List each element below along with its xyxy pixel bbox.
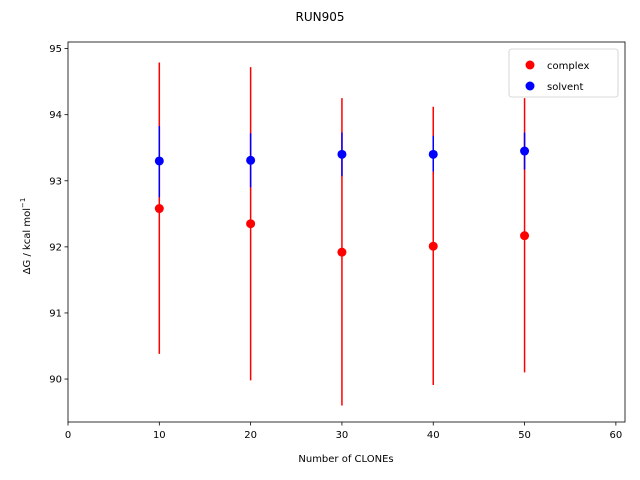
plot-frame (67, 41, 626, 423)
x-tick-label: 10 (153, 430, 166, 441)
data-point (428, 241, 438, 251)
data-point (246, 155, 256, 165)
x-axis: 0 10 20 30 40 50 60 (65, 422, 622, 441)
y-tick-label: 92 (49, 242, 62, 253)
x-axis-label: Number of CLONEs (298, 454, 393, 465)
x-tick-label: 60 (610, 430, 623, 441)
data-point (337, 247, 347, 257)
plot-area (67, 41, 626, 423)
y-axis-label-main: ΔG / kcal mol (22, 208, 33, 274)
y-axis-label: ΔG / kcal mol−1 (19, 198, 33, 275)
data-point (428, 149, 438, 159)
data-point (520, 146, 530, 156)
y-axis-label-sup: −1 (19, 198, 27, 208)
data-point (337, 149, 347, 159)
data-point (154, 156, 164, 166)
legend-marker (525, 81, 535, 91)
y-tick-label: 95 (49, 44, 62, 55)
y-tick-label: 94 (49, 110, 62, 121)
x-tick-label: 50 (518, 430, 531, 441)
y-tick-label: 91 (49, 308, 62, 319)
legend-box (508, 48, 619, 98)
y-tick-label: 90 (49, 375, 62, 386)
x-tick-label: 0 (65, 430, 71, 441)
legend-label: complex (547, 61, 589, 72)
data-point (154, 204, 164, 214)
data-point (246, 219, 256, 229)
x-tick-label: 20 (244, 430, 257, 441)
legend[interactable]: complex solvent (508, 48, 619, 98)
y-tick-label: 93 (49, 176, 62, 187)
chart-title: RUN905 (295, 10, 344, 24)
x-tick-label: 30 (336, 430, 349, 441)
legend-marker (525, 60, 535, 70)
y-axis: 90 91 92 93 94 95 (49, 44, 68, 386)
legend-label: solvent (547, 82, 584, 93)
data-point (520, 231, 530, 241)
x-tick-label: 40 (427, 430, 440, 441)
